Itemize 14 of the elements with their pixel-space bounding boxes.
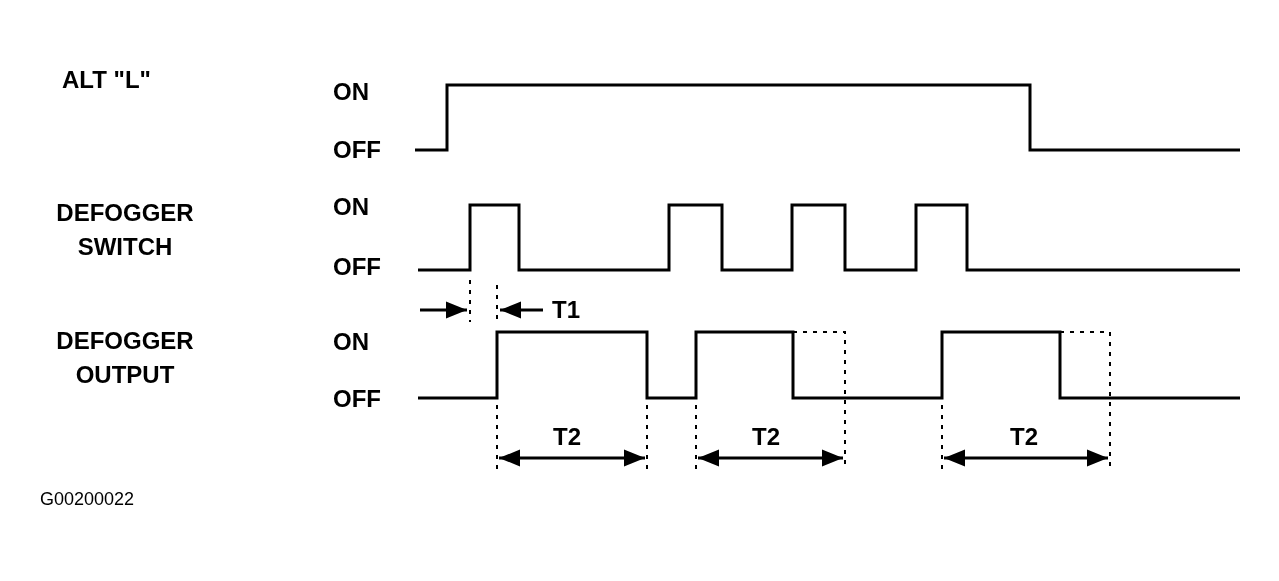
state-label: OFF <box>333 135 381 165</box>
time-label: T2 <box>553 422 581 452</box>
figure-code: G00200022 <box>40 488 135 511</box>
signal-label: ALT "L" <box>62 65 151 95</box>
state-label: OFF <box>333 252 381 282</box>
state-label: OFF <box>333 384 381 414</box>
time-label: T1 <box>552 295 580 325</box>
state-label: ON <box>333 192 369 222</box>
time-label: T2 <box>752 422 780 452</box>
state-label: ON <box>333 77 369 107</box>
signal-label: DEFOGGER SWITCH <box>55 198 195 262</box>
signal-label: DEFOGGER OUTPUT <box>55 326 195 390</box>
state-label: ON <box>333 327 369 357</box>
time-label: T2 <box>1010 422 1038 452</box>
